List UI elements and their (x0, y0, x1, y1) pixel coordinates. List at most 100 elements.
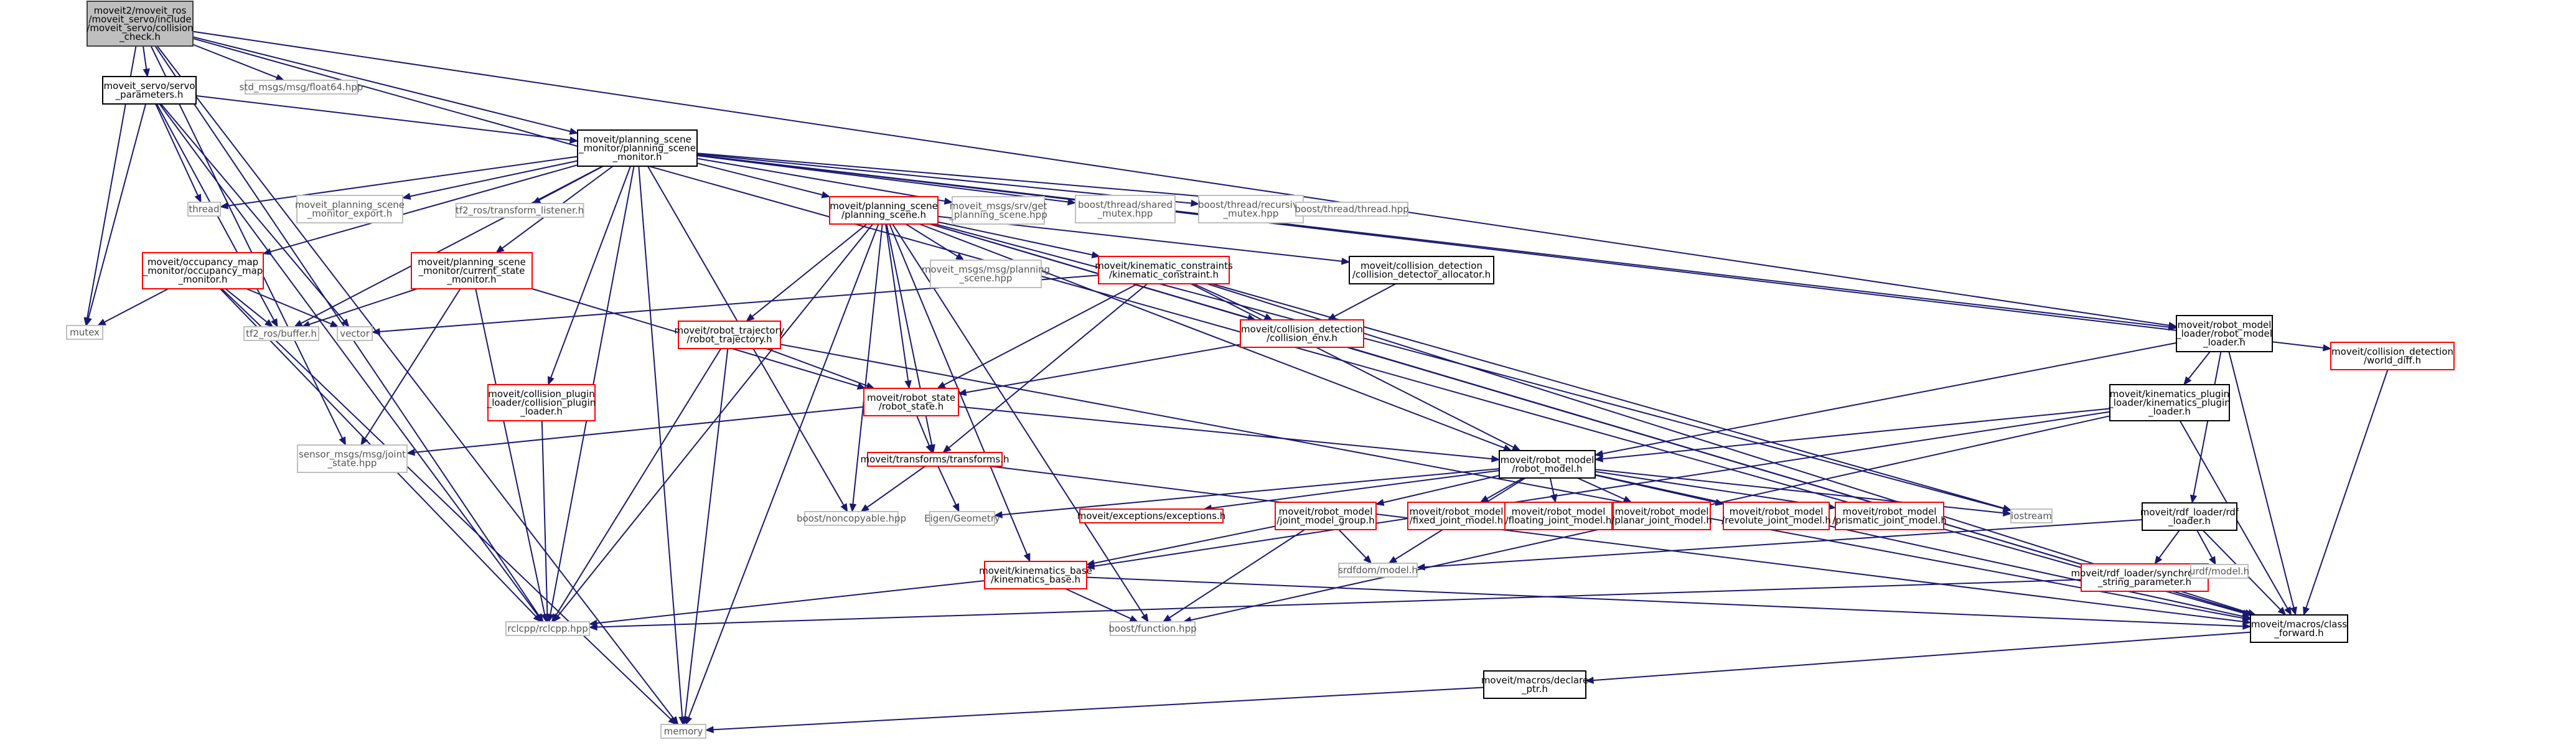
edge-line (475, 288, 546, 615)
node-label-line: moveit/collision_plugin (488, 388, 594, 400)
node-box (66, 325, 103, 340)
node-box (1723, 502, 1830, 530)
node-label-line: moveit2/moveit_ros (94, 5, 187, 17)
edge-arrowhead (957, 388, 967, 396)
edge-servo_params-to-psm (195, 95, 579, 144)
node-robot-state[interactable]: moveit/robot_state/robot_state.h (863, 388, 959, 416)
node-floating-joint[interactable]: moveit/robot_model/floating_joint_model.… (1504, 502, 1613, 530)
node-label-line: _loader/collision_plugin (487, 397, 596, 409)
node-label-line: moveit/robot_trajectory (674, 325, 784, 337)
node-psm-export: moveit_planning_scene_monitor_export.h (295, 195, 405, 223)
edge-kin_constraint-to-transforms (942, 283, 1148, 453)
node-planning-scene[interactable]: moveit/planning_scene/planning_scene.h (829, 196, 939, 225)
node-box (245, 80, 358, 95)
edge-line (696, 157, 945, 202)
edge-line (227, 156, 578, 207)
node-box (829, 196, 939, 225)
edge-psm-to-thread (219, 156, 578, 210)
node-ps-msg: moveit_msgs/msg/planning_scene.hpp (922, 260, 1050, 288)
node-kinematics-base[interactable]: moveit/kinematics_base/kinematics_base.h (979, 561, 1092, 589)
edge-line (88, 103, 147, 319)
node-occupancy[interactable]: moveit/occupancy_map_monitor/occupancy_m… (142, 252, 264, 289)
node-box (2330, 342, 2455, 370)
node-label-line: /planar_joint_model.h (1611, 515, 1712, 527)
node-collision-env[interactable]: moveit/collision_detection/collision_env… (1240, 319, 1364, 348)
node-label-line: boost/function.hpp (1108, 623, 1196, 634)
edge-arrowhead (551, 613, 560, 623)
edge-line (246, 288, 332, 325)
node-psm[interactable]: moveit/planning_scene_monitor/planning_s… (577, 129, 698, 167)
node-cd-allocator[interactable]: moveit/collision_detection/collision_det… (1349, 256, 1494, 284)
edge-arrowhead (2168, 323, 2178, 331)
node-label-line: /kinematics_base.h (991, 574, 1080, 586)
node-label-line: urdf/model.h (2190, 566, 2249, 577)
node-class-forward[interactable]: moveit/macros/class_forward.h (2250, 614, 2348, 643)
node-label-line: _loader.h (2203, 337, 2246, 349)
edge-arrowhead (341, 318, 350, 327)
node-box (87, 1, 194, 47)
edge-line (885, 223, 909, 382)
node-jmg[interactable]: moveit/robot_model/joint_model_group.h (1275, 502, 1377, 530)
edge-occupancy-to-tf2_buffer (225, 288, 274, 327)
node-label-line: moveit/macros/declare (1481, 675, 1588, 686)
node-label-line: _planning_scene.hpp (948, 209, 1047, 221)
edge-arrowhead (85, 317, 92, 327)
node-label-line: /robot_model.h (1512, 463, 1582, 475)
node-box (296, 195, 403, 223)
node-servo-params[interactable]: moveit_servo/servo_parameters.h (102, 76, 197, 105)
node-box (1349, 256, 1494, 284)
node-sync-string[interactable]: moveit/rdf_loader/synchronized_string_pa… (2071, 563, 2219, 592)
node-box (337, 326, 373, 341)
node-label-line: /robot_state.h (879, 401, 944, 413)
node-label-line: boost/noncopyable.hpp (797, 513, 906, 524)
edge-line (696, 152, 1289, 205)
edge-kinematics_base-to-rclcpp (588, 580, 985, 627)
node-label-line: _loader/kinematics_plugin (2108, 397, 2230, 409)
node-label-line: rclcpp/rclcpp.hpp (507, 623, 588, 634)
edge-psm-to-shared_mutex (696, 155, 1077, 206)
node-kin-constraint[interactable]: moveit/kinematic_constraints/kinematic_c… (1095, 256, 1233, 284)
edge-robot_model-to-fixed_joint (1479, 477, 1524, 503)
node-box (930, 260, 1042, 288)
node-cd-plugin[interactable]: moveit/collision_plugin_loader/collision… (487, 384, 596, 421)
node-rdf-loader[interactable]: moveit/rdf_loader/rdf_loader.h (2140, 502, 2239, 531)
edge-line (766, 348, 868, 387)
edge-world_diff-to-class_forward (2303, 369, 2389, 616)
node-exceptions[interactable]: moveit/exceptions/exceptions.h (1077, 508, 1226, 523)
edge-occupancy-to-memory (221, 288, 677, 725)
node-label-line: Eigen/Geometry (924, 513, 1000, 524)
node-robot-model-loader[interactable]: moveit/robot_model_loader/robot_model_lo… (2176, 315, 2273, 352)
edge-line (1593, 631, 2251, 682)
node-prismatic-joint[interactable]: moveit/robot_model/prismatic_joint_model… (1832, 502, 1947, 530)
node-planar-joint[interactable]: moveit/robot_model/planar_joint_model.h (1611, 502, 1712, 530)
node-srdfdom: srdfdom/model.h (1338, 563, 1418, 578)
edge-line (550, 166, 632, 378)
edge-arrowhead (1594, 450, 1604, 457)
edge-arrowhead (371, 328, 380, 335)
node-label-line: /revolute_joint_model.h (1721, 515, 1831, 527)
edge-line (937, 221, 1093, 256)
node-label-line: sensor_msgs/msg/joint (299, 449, 406, 461)
edge-arrowhead (1191, 199, 1200, 207)
node-revolute-joint[interactable]: moveit/robot_model/revolute_joint_model.… (1721, 502, 1831, 530)
edge-arrowhead (1363, 555, 1372, 564)
edge-arrowhead (2154, 555, 2163, 565)
node-robot-model[interactable]: moveit/robot_model/robot_model.h (1499, 450, 1596, 479)
node-transforms[interactable]: moveit/transforms/transforms.h (860, 452, 1009, 467)
node-kin-plugin-loader[interactable]: moveit/kinematics_plugin_loader/kinemati… (2108, 384, 2231, 421)
edge-arrowhead (952, 503, 960, 513)
node-fixed-joint[interactable]: moveit/robot_model/fixed_joint_model.h (1407, 502, 1506, 530)
node-current-state[interactable]: moveit/planning_scene_monitor/current_st… (411, 252, 533, 289)
edge-line (143, 45, 148, 70)
node-shared-mutex: boost/thread/shared_mutex.hpp (1075, 195, 1176, 223)
edge-psm-to-psm_export (401, 160, 578, 200)
edge-robot_model_loader-to-class_forward (2228, 351, 2297, 616)
node-declare-ptr[interactable]: moveit/macros/declare_ptr.h (1481, 670, 1588, 699)
node-box (804, 511, 899, 526)
node-trajectory[interactable]: moveit/robot_trajectory/robot_trajectory… (674, 321, 785, 349)
node-world-diff[interactable]: moveit/collision_detection/world_diff.h (2330, 342, 2455, 370)
edge-line (1169, 529, 1305, 619)
node-root[interactable]: moveit2/moveit_ros/moveit_servo/include/… (87, 1, 194, 47)
edge-line (948, 283, 1148, 449)
